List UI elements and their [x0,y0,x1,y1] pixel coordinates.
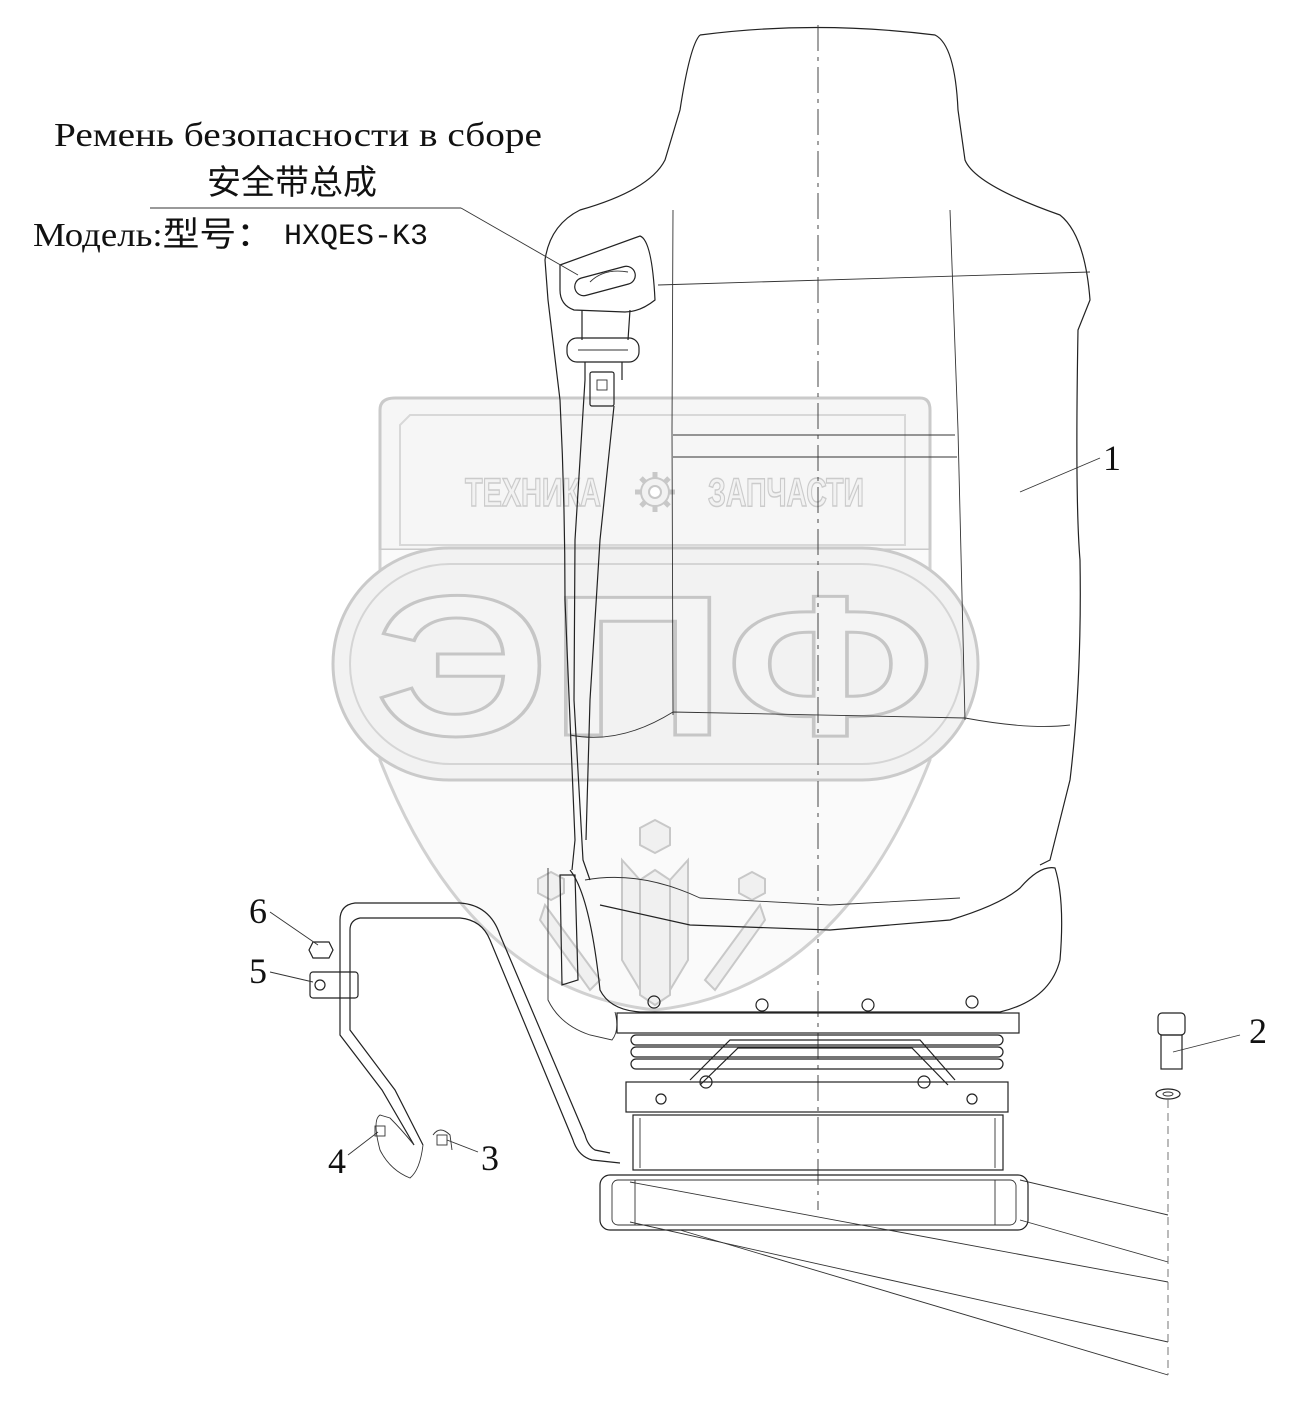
watermark-left-word: ТЕХНИКА [465,471,601,515]
callout-3: 3 [481,1138,499,1178]
seat-back [544,26,1091,1041]
model-number: HXQES-K3 [284,220,428,254]
bolt-and-washer [1155,1012,1186,1100]
belt-bracket [308,902,621,1179]
callout-5: 5 [249,951,267,991]
watermark-right-word: ЗАПЧАСТИ [708,471,864,515]
callout-1: 1 [1103,438,1121,478]
title-russian: Ремень безопасности в сборе [54,117,542,154]
title-chinese: 安全带总成 [207,164,377,202]
seat-base [599,995,1169,1376]
callout-4: 4 [328,1141,346,1181]
wheat-emblem [537,818,767,1007]
watermark-logo: ЭПФ [375,555,935,778]
callout-2: 2 [1249,1011,1267,1051]
model-label: Модель:型号： [33,217,273,254]
gear-icon [635,472,675,512]
seat-belt [150,207,656,986]
watermark: ЭПФ ТЕХНИКА ЗАПЧАСТИ [331,396,980,1012]
callout-6: 6 [249,891,267,931]
leader-lines [269,457,1241,1156]
callout-numbers: 1 2 3 4 5 6 [249,438,1267,1181]
assembly-title: Ремень безопасности в сборе 安全带总成 Модель… [33,117,542,254]
